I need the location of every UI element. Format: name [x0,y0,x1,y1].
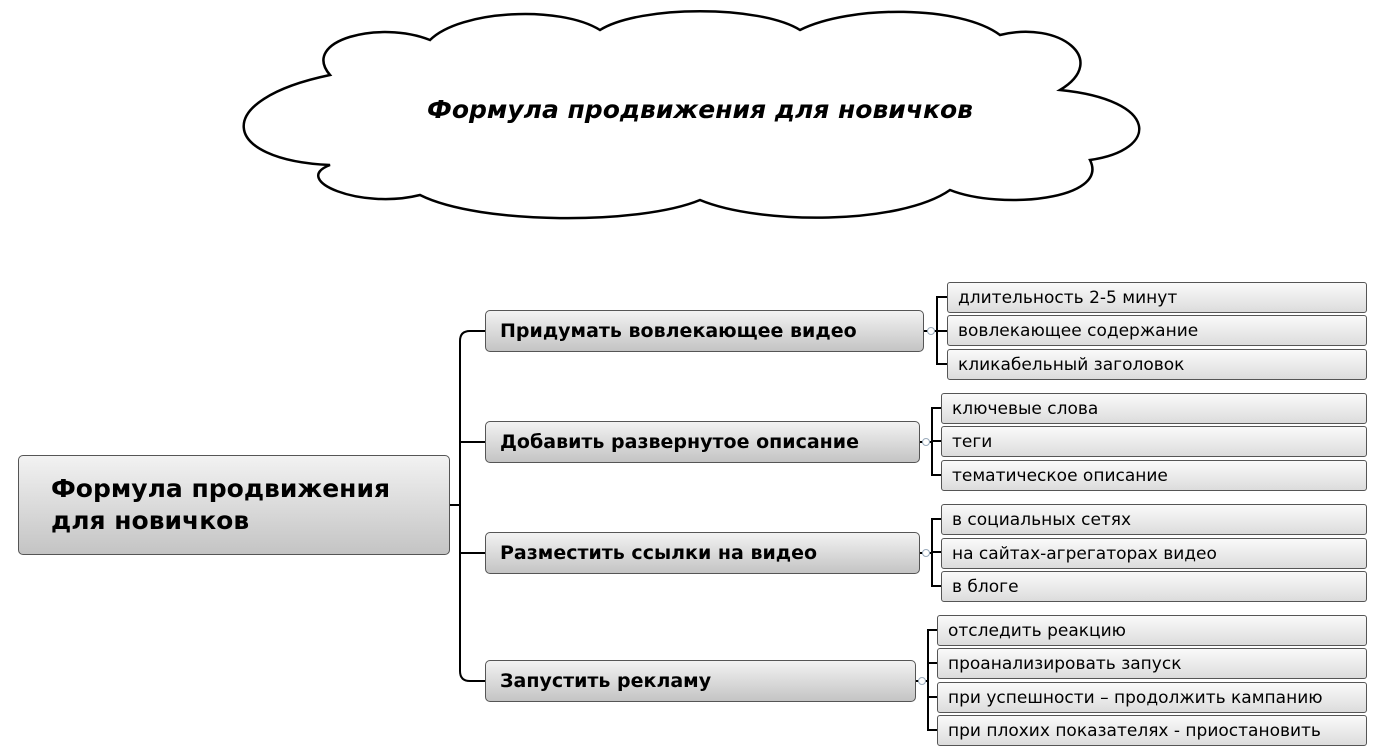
leaf-node[interactable]: в социальных сетях [941,504,1367,535]
leaf-node[interactable]: проанализировать запуск [937,648,1367,679]
leaf-node[interactable]: при успешности – продолжить кампанию [937,682,1367,713]
cloud-title: Формула продвижения для новичков [427,95,973,124]
root-label: Формула продвижения для новичков [51,474,391,535]
leaf-node[interactable]: в блоге [941,571,1367,602]
branch-node[interactable]: Придумать вовлекающее видео [485,310,924,352]
leaf-node[interactable]: тематическое описание [941,460,1367,491]
leaf-node[interactable]: вовлекающее содержание [947,315,1367,346]
branch-label: Разместить ссылки на видео [500,542,818,564]
branch-node[interactable]: Запустить рекламу [485,660,916,702]
leaf-node[interactable]: отследить реакцию [937,615,1367,646]
leaf-node[interactable]: кликабельный заголовок [947,349,1367,380]
root-node[interactable]: Формула продвижения для новичков [18,455,450,555]
leaf-node[interactable]: при плохих показателях - приостановить [937,715,1367,746]
branch-label: Добавить развернутое описание [500,431,859,453]
branch-label: Запустить рекламу [500,670,712,692]
leaf-node[interactable]: на сайтах-агрегаторах видео [941,538,1367,569]
leaf-node[interactable]: теги [941,426,1367,457]
branch-node[interactable]: Разместить ссылки на видео [485,532,920,574]
leaf-node[interactable]: ключевые слова [941,393,1367,424]
branch-node[interactable]: Добавить развернутое описание [485,421,920,463]
cloud-shape [242,10,1141,220]
branch-label: Придумать вовлекающее видео [500,320,857,342]
leaf-node[interactable]: длительность 2-5 минут [947,282,1367,313]
